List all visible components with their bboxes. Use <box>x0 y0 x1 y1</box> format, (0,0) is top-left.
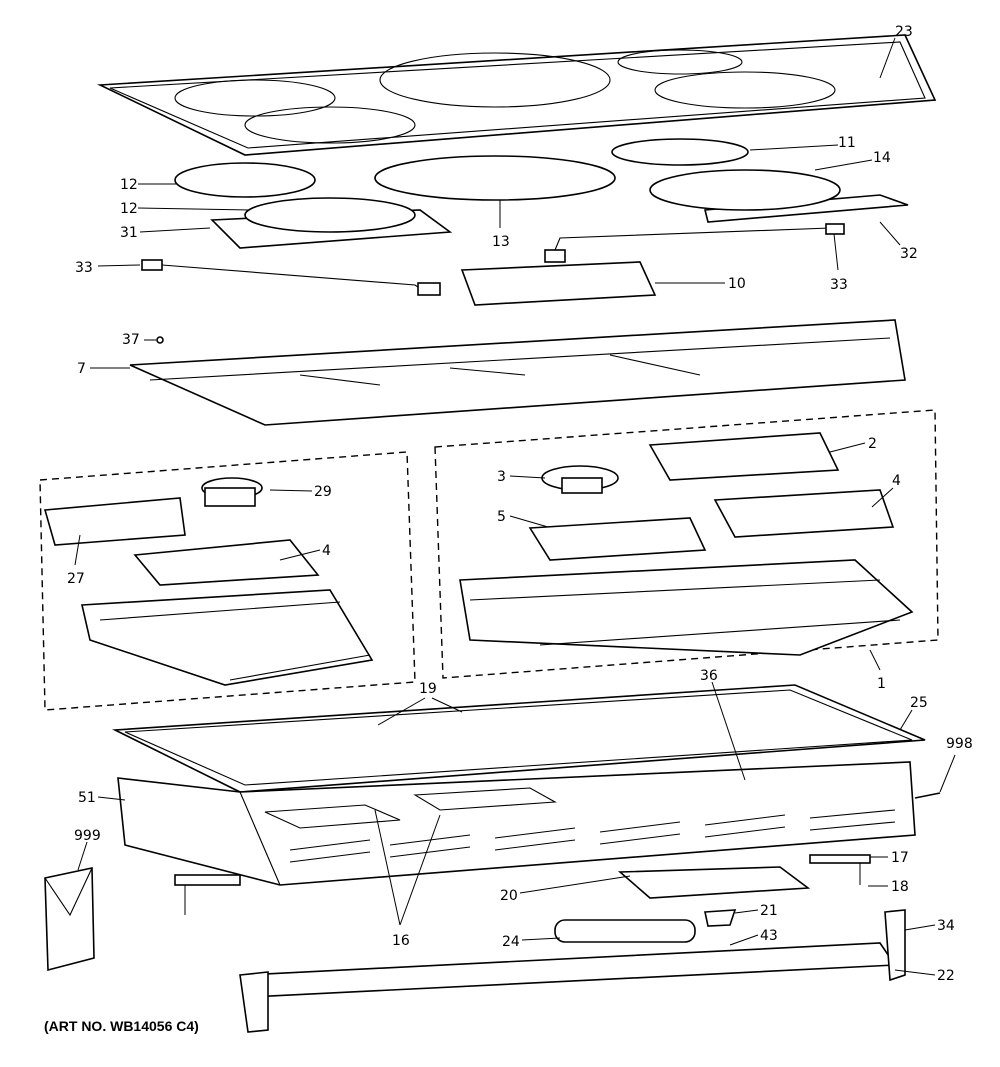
label-3[interactable]: 3 <box>497 469 506 485</box>
part-wires-and-control-board[interactable] <box>141 223 845 306</box>
part-left-electronics[interactable] <box>43 477 374 686</box>
part-labels: 23 11 14 12 12 31 13 32 33 33 10 37 7 2 … <box>67 24 973 984</box>
label-27[interactable]: 27 <box>67 571 85 587</box>
label-11[interactable]: 11 <box>838 135 856 151</box>
label-29[interactable]: 29 <box>314 484 332 500</box>
label-22[interactable]: 22 <box>937 968 955 984</box>
label-4[interactable]: 4 <box>892 473 901 489</box>
label-31[interactable]: 31 <box>120 225 138 241</box>
label-5[interactable]: 5 <box>497 509 506 525</box>
label-10[interactable]: 10 <box>728 276 746 292</box>
art-number: (ART NO. WB14056 C4) <box>44 1018 199 1034</box>
label-13[interactable]: 13 <box>492 234 510 250</box>
label-25[interactable]: 25 <box>910 695 928 711</box>
label-7[interactable]: 7 <box>77 361 86 377</box>
label-33[interactable]: 33 <box>830 277 848 293</box>
label-18[interactable]: 18 <box>891 879 909 895</box>
label-2[interactable]: 2 <box>868 436 877 452</box>
part-cooktop-glass[interactable] <box>96 34 937 156</box>
label-998[interactable]: 998 <box>946 736 973 752</box>
label-32[interactable]: 32 <box>900 246 918 262</box>
part-heating-elements[interactable] <box>174 138 909 249</box>
part-mounting-bracket[interactable] <box>129 319 906 426</box>
label-20[interactable]: 20 <box>500 888 518 904</box>
label-16[interactable]: 16 <box>392 933 410 949</box>
part-housing[interactable] <box>111 684 926 886</box>
label-21[interactable]: 21 <box>760 903 778 919</box>
label-36[interactable]: 36 <box>700 668 718 684</box>
label-17[interactable]: 17 <box>891 850 909 866</box>
label-999[interactable]: 999 <box>74 828 101 844</box>
label-34[interactable]: 34 <box>937 918 955 934</box>
part-small-hardware[interactable] <box>44 792 941 1033</box>
label-37[interactable]: 37 <box>122 332 140 348</box>
label-43[interactable]: 43 <box>760 928 778 944</box>
label-12[interactable]: 12 <box>120 177 138 193</box>
label-4[interactable]: 4 <box>322 543 331 559</box>
label-24[interactable]: 24 <box>502 934 520 950</box>
label-14[interactable]: 14 <box>873 150 891 166</box>
label-12[interactable]: 12 <box>120 201 138 217</box>
group-boundary-26 <box>39 451 416 711</box>
label-23[interactable]: 23 <box>895 24 913 40</box>
label-51[interactable]: 51 <box>78 790 96 806</box>
part-right-electronics[interactable] <box>459 432 914 656</box>
label-19[interactable]: 19 <box>419 681 437 697</box>
label-33[interactable]: 33 <box>75 260 93 276</box>
leader-lines <box>74 37 956 976</box>
label-1[interactable]: 1 <box>877 676 886 692</box>
